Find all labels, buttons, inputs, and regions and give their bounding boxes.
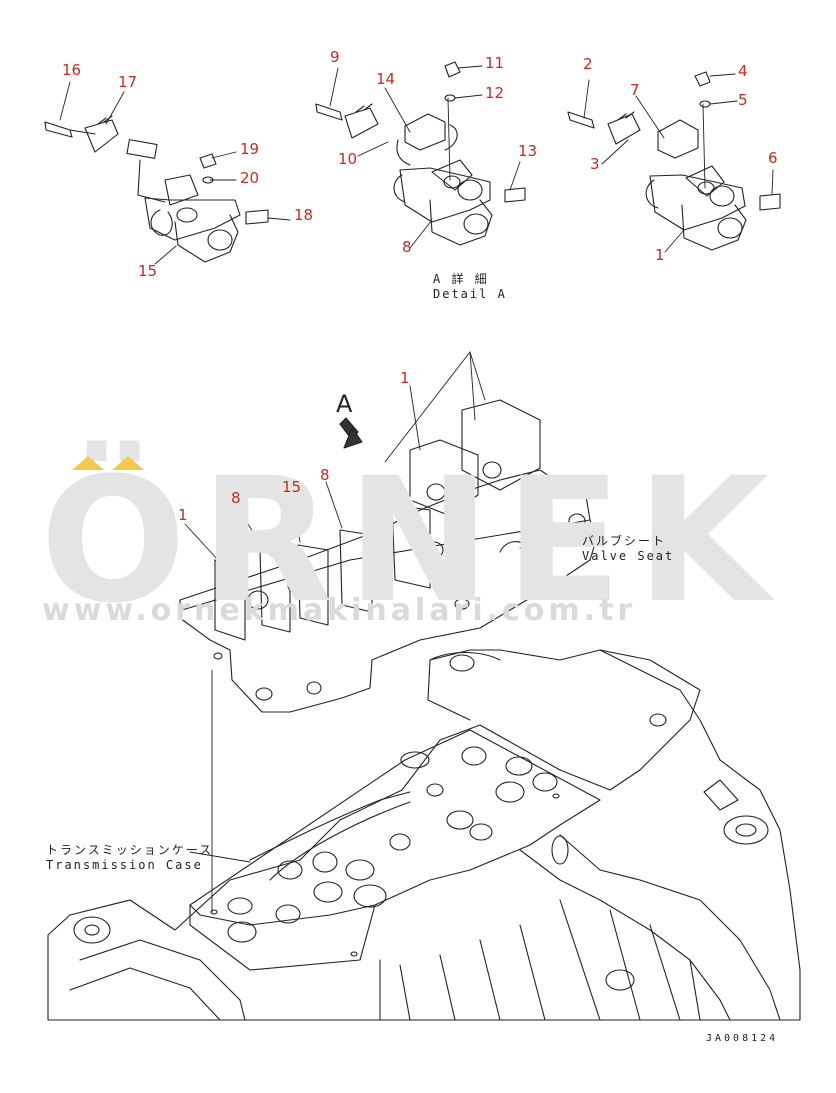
- callout-15-main: 15: [282, 478, 302, 496]
- callout-20: 20: [240, 169, 260, 187]
- callout-1-main-left: 1: [178, 506, 188, 524]
- transmission-case: [47, 649, 801, 1021]
- callout-18: 18: [294, 206, 314, 224]
- watermark-umlaut-left: [72, 456, 104, 470]
- callout-1-main: 1: [400, 369, 410, 387]
- view-arrow-a: [339, 417, 363, 449]
- callout-8-main-right: 8: [320, 466, 330, 484]
- transmission-case-en: Transmission Case: [46, 858, 203, 872]
- callout-14: 14: [376, 70, 396, 88]
- callout-8-detail: 8: [402, 238, 412, 256]
- callout-15: 15: [138, 262, 158, 280]
- callout-4: 4: [738, 62, 748, 80]
- callout-17: 17: [118, 73, 138, 91]
- callout-7: 7: [630, 81, 640, 99]
- solenoid-assembly-left: [44, 115, 269, 263]
- callout-9: 9: [330, 48, 340, 66]
- valve-seat-en: Valve Seat: [582, 549, 675, 563]
- valve-seat-jp: バルブシート: [582, 534, 667, 548]
- solenoid-assembly-right: [567, 71, 781, 251]
- callout-6: 6: [768, 149, 778, 167]
- callout-1-detail: 1: [655, 246, 665, 264]
- solenoid-assembly-middle: [315, 61, 526, 246]
- detail-a-jp: A 詳 細: [433, 272, 489, 286]
- callout-8-main-left: 8: [231, 489, 241, 507]
- transmission-case-caption: トランスミッションケース Transmission Case: [46, 843, 213, 873]
- callout-3: 3: [590, 155, 600, 173]
- callout-5: 5: [738, 91, 748, 109]
- watermark-umlaut-right: [112, 456, 144, 470]
- valve-seat-assembly: [179, 399, 597, 713]
- watermark-brand: ÖRNEK: [40, 440, 784, 641]
- callout-13: 13: [518, 142, 538, 160]
- valve-seat-leader: [539, 539, 579, 546]
- detail-a-en: Detail A: [433, 287, 507, 301]
- callout-12: 12: [485, 84, 505, 102]
- detail-a-caption: A 詳 細 Detail A: [433, 272, 507, 302]
- callout-11: 11: [485, 54, 505, 72]
- leader-lines-detail: [59, 65, 774, 265]
- transmission-case-leader: [189, 851, 251, 863]
- watermark-url: www.ornekmakinalari.com.tr: [42, 593, 637, 628]
- transmission-case-jp: トランスミッションケース: [46, 843, 214, 857]
- callout-16: 16: [62, 61, 82, 79]
- callout-2: 2: [583, 55, 593, 73]
- drawing-code: JA008124: [706, 1033, 779, 1044]
- valve-seat-caption: バルブシート Valve Seat: [582, 534, 674, 564]
- callout-19: 19: [240, 140, 260, 158]
- callout-10: 10: [338, 150, 358, 168]
- view-arrow-label: A: [336, 390, 353, 418]
